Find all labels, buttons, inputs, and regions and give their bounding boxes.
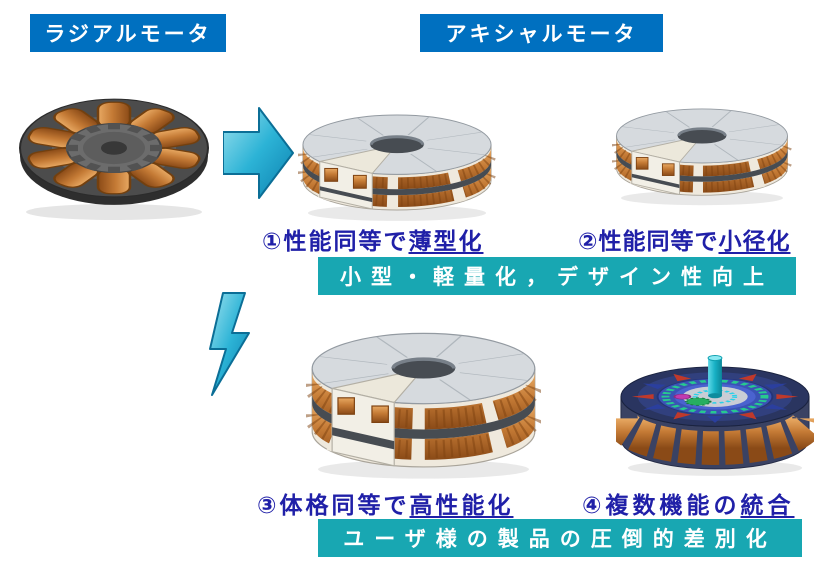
radial-motor-header-label: ラジアルモータ bbox=[44, 23, 212, 46]
axial-motor-small-image bbox=[612, 98, 792, 208]
benefit-banner-upper: 小型・軽量化，デザイン性向上 bbox=[318, 257, 796, 295]
axial-motor-header-label: アキシャルモータ bbox=[445, 23, 638, 46]
zigzag-arrow-down-icon bbox=[209, 292, 250, 396]
caption-highperf-text: 体格同等で bbox=[279, 492, 410, 518]
radial-motor-header: ラジアルモータ bbox=[30, 14, 226, 52]
caption-thin-number: ① bbox=[262, 228, 284, 254]
caption-highperf-underlined: 高性能化 bbox=[409, 492, 514, 518]
axial-motor-thin-image bbox=[298, 103, 496, 224]
caption-small-text: 性能同等で bbox=[598, 228, 719, 254]
caption-highperf: ③体格同等で高性能化 bbox=[257, 486, 513, 520]
caption-highperf-number: ③ bbox=[257, 492, 280, 518]
benefit-banner-lower: ユーザ様の製品の圧倒的差別化 bbox=[318, 519, 802, 557]
caption-multifunction-text: 複数機能の bbox=[605, 492, 741, 518]
radial-motor-image bbox=[19, 98, 209, 220]
caption-multifunction: ④複数機能の統合 bbox=[582, 486, 794, 520]
caption-thin-text: 性能同等で bbox=[283, 228, 409, 254]
axial-motor-header: アキシャルモータ bbox=[420, 14, 663, 52]
caption-small-underlined: 小径化 bbox=[718, 228, 791, 254]
caption-small-number: ② bbox=[578, 228, 599, 254]
benefit-banner-lower-label: ユーザ様の製品の圧倒的差別化 bbox=[343, 528, 777, 551]
caption-thin: ①性能同等で薄型化 bbox=[262, 222, 483, 256]
caption-multifunction-number: ④ bbox=[582, 492, 606, 518]
benefit-banner-upper-label: 小型・軽量化，デザイン性向上 bbox=[340, 266, 774, 289]
integrated-motor-image bbox=[616, 354, 814, 476]
block-arrow-right-icon bbox=[223, 107, 294, 199]
caption-small: ②性能同等で小径化 bbox=[578, 222, 790, 256]
axial-motor-highperf-image bbox=[306, 324, 541, 481]
caption-thin-underlined: 薄型化 bbox=[408, 228, 484, 254]
caption-multifunction-underlined: 統合 bbox=[740, 492, 795, 518]
